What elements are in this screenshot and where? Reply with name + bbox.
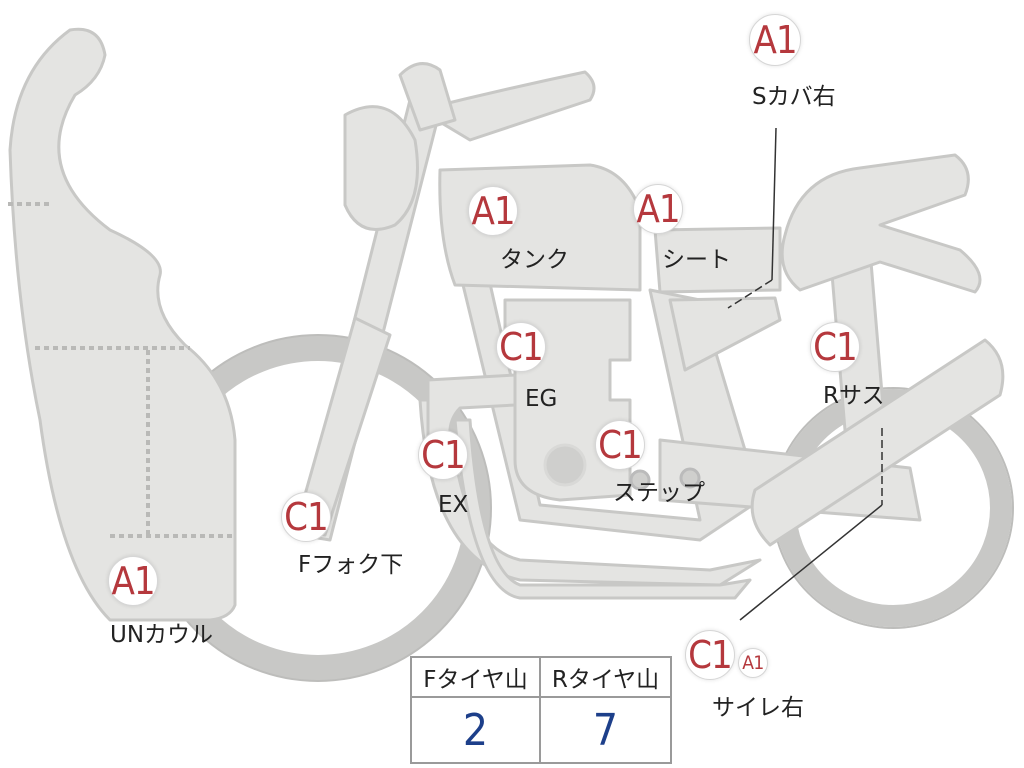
tire-tread-table: Fタイヤ山 Rタイヤ山 2 7	[410, 656, 672, 764]
marker-text: A1	[111, 559, 155, 603]
label-front-fork-lower: Fフォク下	[298, 552, 404, 578]
marker-engine: C1	[496, 322, 546, 372]
headlight	[343, 105, 419, 231]
marker-text: C1	[813, 325, 858, 369]
label-tank: タンク	[500, 247, 569, 273]
tire-table-value-front: 2	[412, 698, 541, 762]
tire-table-header-front: Fタイヤ山	[412, 658, 541, 698]
marker-text: C1	[421, 433, 466, 477]
label-silencer-right: サイレ右	[712, 695, 804, 721]
label-under-cowl: UNカウル	[110, 622, 214, 648]
marker-text: C1	[598, 423, 643, 467]
marker-text: C1	[688, 633, 733, 677]
marker-text: A1	[753, 18, 797, 62]
marker-step: C1	[595, 420, 645, 470]
seat-tail	[780, 153, 982, 294]
marker-front-fork-lower: C1	[281, 492, 331, 542]
marker-tank: A1	[468, 186, 518, 236]
marker-text: A1	[742, 651, 764, 674]
marker-silencer-right-alt: A1	[738, 648, 768, 678]
label-seat: シート	[662, 247, 731, 273]
label-rear-suspension: Rサス	[823, 383, 885, 409]
label-engine: EG	[525, 386, 558, 412]
marker-text: A1	[636, 187, 680, 231]
marker-text: C1	[499, 325, 544, 369]
marker-s-cover-right: A1	[749, 14, 801, 66]
marker-text: C1	[284, 495, 329, 539]
marker-rear-suspension: C1	[810, 322, 860, 372]
marker-text: A1	[471, 189, 515, 233]
label-step: ステップ	[613, 480, 705, 506]
marker-seat: A1	[633, 184, 683, 234]
marker-silencer-right-main: C1	[685, 630, 735, 680]
tire-table-value-rear: 7	[592, 704, 619, 756]
label-s-cover-right: Sカバ右	[752, 84, 836, 110]
label-exhaust: EX	[438, 492, 469, 518]
silencer	[750, 338, 1005, 547]
marker-under-cowl: A1	[108, 556, 158, 606]
under-cowl	[8, 27, 237, 622]
marker-exhaust: C1	[418, 430, 468, 480]
tire-table-header-rear: Rタイヤ山	[541, 658, 670, 698]
